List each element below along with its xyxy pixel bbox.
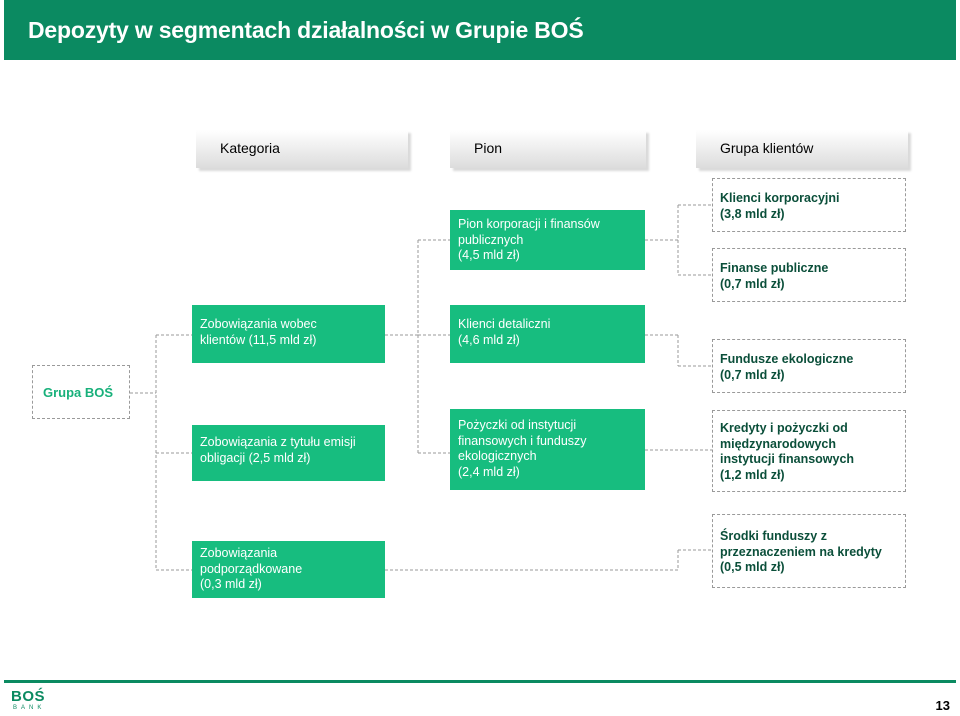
pion-node-1: Pion korporacji i finansów publicznych (… bbox=[450, 210, 645, 270]
column-header-grupa: Grupa klientów bbox=[696, 130, 908, 168]
kategoria-node-2: Zobowiązania z tytułu emisji obligacji (… bbox=[192, 425, 385, 481]
bank-logo-subtitle: BANK bbox=[13, 705, 46, 711]
footer-bar bbox=[4, 680, 956, 683]
pion-node-2: Klienci detaliczni (4,6 mld zł) bbox=[450, 305, 645, 363]
kategoria-node-1: Zobowiązania wobec klientów (11,5 mld zł… bbox=[192, 305, 385, 363]
column-header-pion-label: Pion bbox=[474, 140, 503, 156]
grupa-node-4: Kredyty i pożyczki od międzynarodowych i… bbox=[712, 410, 906, 492]
pion-node-2-label: Klienci detaliczni (4,6 mld zł) bbox=[458, 317, 551, 347]
column-header-kategoria-label: Kategoria bbox=[220, 140, 280, 156]
title-bar: Depozyty w segmentach działalności w Gru… bbox=[4, 0, 956, 60]
kategoria-node-3: Zobowiązania podporządkowane (0,3 mld zł… bbox=[192, 541, 385, 598]
column-header-kategoria: Kategoria bbox=[196, 130, 408, 168]
grupa-node-2-label: Finanse publiczne (0,7 mld zł) bbox=[720, 261, 829, 291]
root-node: Grupa BOŚ bbox=[32, 365, 130, 419]
pion-node-3: Pożyczki od instytucji finansowych i fun… bbox=[450, 409, 645, 490]
grupa-node-5-label: Środki funduszy z przeznaczeniem na kred… bbox=[720, 529, 882, 575]
kategoria-node-3-label: Zobowiązania podporządkowane (0,3 mld zł… bbox=[200, 546, 303, 592]
grupa-node-1-label: Klienci korporacyjni (3,8 mld zł) bbox=[720, 191, 840, 221]
kategoria-node-2-label: Zobowiązania z tytułu emisji obligacji (… bbox=[200, 435, 356, 465]
grupa-node-1: Klienci korporacyjni (3,8 mld zł) bbox=[712, 178, 906, 232]
root-node-label: Grupa BOŚ bbox=[43, 385, 114, 400]
column-header-grupa-label: Grupa klientów bbox=[720, 140, 814, 156]
grupa-node-3: Fundusze ekologiczne (0,7 mld zł) bbox=[712, 339, 906, 393]
pion-node-3-label: Pożyczki od instytucji finansowych i fun… bbox=[458, 418, 587, 479]
page-number: 13 bbox=[935, 698, 950, 713]
grupa-node-5: Środki funduszy z przeznaczeniem na kred… bbox=[712, 514, 906, 588]
grupa-node-2: Finanse publiczne (0,7 mld zł) bbox=[712, 248, 906, 302]
bank-logo: BOŚ bbox=[11, 688, 46, 705]
page-title: Depozyty w segmentach działalności w Gru… bbox=[28, 17, 584, 43]
kategoria-node-1-label: Zobowiązania wobec klientów (11,5 mld zł… bbox=[200, 317, 317, 347]
grupa-node-4-label: Kredyty i pożyczki od międzynarodowych i… bbox=[720, 421, 855, 482]
pion-node-1-label: Pion korporacji i finansów publicznych (… bbox=[458, 217, 600, 263]
column-header-pion: Pion bbox=[450, 130, 646, 168]
grupa-node-3-label: Fundusze ekologiczne (0,7 mld zł) bbox=[720, 352, 854, 382]
